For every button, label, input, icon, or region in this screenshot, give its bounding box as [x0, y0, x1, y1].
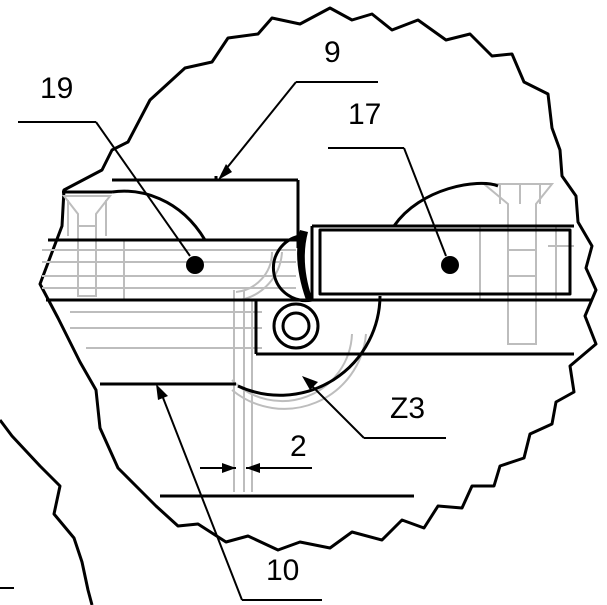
part-outlines [46, 176, 592, 498]
callout-10: 10 [266, 554, 300, 587]
callout-17: 17 [348, 98, 382, 131]
leader-lines [18, 81, 447, 601]
point-marker-17 [441, 256, 459, 274]
arrowheads [156, 164, 318, 473]
callout-z3: Z3 [390, 392, 426, 425]
hidden-lines [42, 183, 574, 492]
seal-section [297, 230, 312, 300]
hinge-pin [272, 302, 320, 350]
point-marker-19 [186, 256, 204, 274]
callout-19: 19 [40, 72, 74, 105]
callout-9: 9 [324, 36, 341, 69]
adjacent-break-outline [0, 419, 94, 605]
break-outline [38, 6, 598, 552]
dimension-2-label: 2 [290, 430, 307, 463]
